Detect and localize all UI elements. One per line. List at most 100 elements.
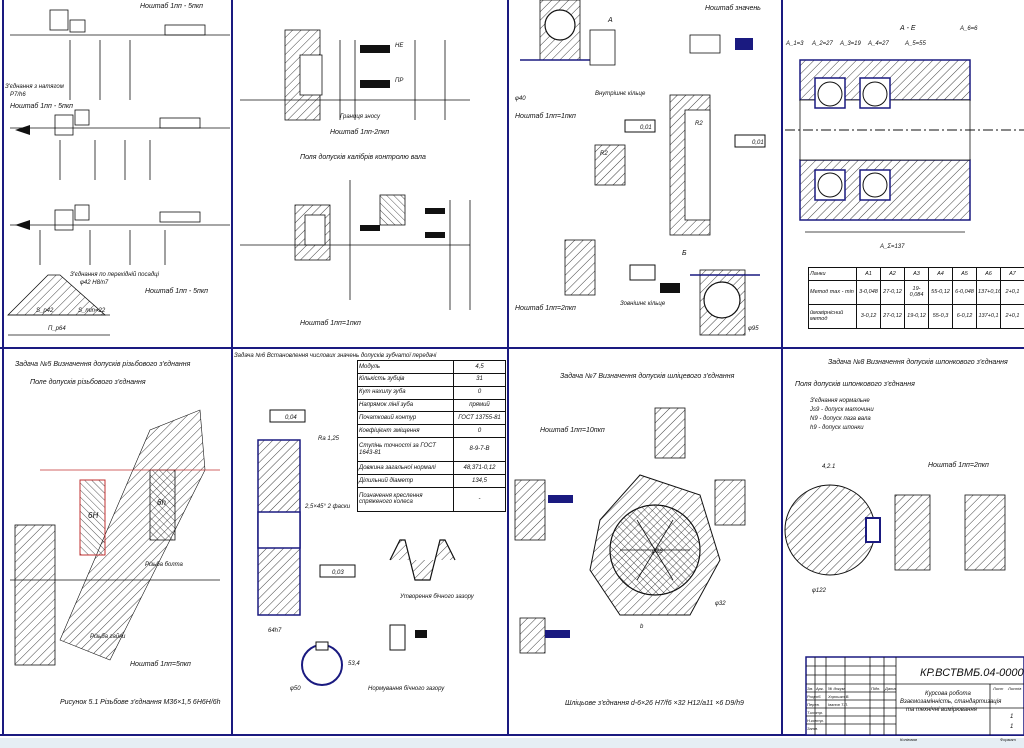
param-label: Коефіцієнт зміщення (357, 424, 454, 439)
table-header: А3 (904, 267, 929, 281)
row-label: Розроб. (807, 694, 821, 699)
task5-caption: Рисунок 5.1 Різьбове з'єднання М36×1,5 6… (60, 698, 221, 706)
title-block: КР.ВСТВМБ.04-0000 Курсова робота Взаємоз… (805, 656, 1024, 742)
dim-a3: А_3=19 (839, 41, 862, 47)
scale-label: Ноштаб 1пп=1пкп (300, 319, 361, 327)
backlash-caption: Утворення бічного зазору (399, 594, 475, 600)
sheets-label: Листів (1007, 686, 1021, 691)
sheets-number: 1 (1010, 724, 1013, 730)
transition-code: φ42 H8/n7 (80, 280, 109, 286)
d-outer: φ32 (715, 601, 726, 607)
field-6H: 6Н (88, 511, 98, 520)
label-pr: ПР (395, 78, 403, 84)
tol-label: 0,01 (752, 140, 764, 146)
table-cell: 6-0,048 (952, 279, 977, 305)
note: N9 - допуск паза вала (810, 416, 871, 422)
chain-table: Ланки А1 А2 А3 А4 А5 А6 А7 Метод max - m… (808, 267, 1024, 330)
param-label: Початковий контур (357, 411, 454, 426)
name: Іванов Т.П. (828, 702, 848, 707)
dim-a6: А_6=6 (959, 26, 978, 32)
param-label: Кількість зубців (357, 372, 454, 387)
param-value: 8-9-7-В (453, 437, 506, 463)
table-cell: 3-0,048 (856, 279, 881, 305)
fit-code: Р7/h6 (10, 92, 26, 98)
sheet-label: Лист (992, 686, 1004, 691)
param-label: Модуль (357, 360, 454, 374)
width-dim: 64h7 (268, 628, 282, 634)
tol-label: 0,04 (285, 415, 297, 421)
sheet-number: 1 (1010, 714, 1013, 720)
outer-ring: Зовнішнє кільце (620, 301, 666, 307)
table-header: А6 (976, 267, 1001, 281)
row-label: Н.контр. (807, 718, 824, 723)
task8-subtitle: Поля допусків шпонкового з'єднання (795, 380, 915, 388)
param-row: Позначення креслення спряженого колеса- (357, 486, 506, 513)
param-label: Напрямок лінії зуба (357, 398, 454, 413)
param-value: 48,371-0,12 (453, 461, 506, 476)
diam-label: φ40 (515, 96, 526, 102)
param-label: Ступінь точності за ГОСТ 1643-81 (357, 437, 454, 463)
table-cell: 19-0,084 (904, 279, 929, 305)
backlash-norm: Нормування бічного зазору (368, 686, 445, 692)
task7-caption: Шліцьове з'єднання d-6×26 H7/f6 ×32 H12/… (565, 699, 744, 707)
top-label: Ноштаб значень (705, 4, 761, 12)
dim-a1: А_1=3 (785, 41, 804, 47)
note: h9 - допуск шпонки (810, 425, 864, 431)
closing-dim: А_Σ=137 (879, 244, 905, 250)
panel-dimension-chain: А - Е А_1=3 А_2=27 А_3=19 А_4=27 А_5=55 … (785, 25, 1024, 250)
dim-label: П_р64 (48, 326, 66, 332)
table-header: А5 (952, 267, 977, 281)
nut-label: Різьба гайки (90, 633, 126, 640)
table-header: А1 (856, 267, 881, 281)
roughness: Ra 1,25 (318, 436, 340, 442)
param-label: Позначення креслення спряженого колеса (357, 486, 454, 513)
table-cell: Метод max - min (808, 279, 857, 305)
table-cell: 27-0,12 (880, 279, 905, 305)
panel-task7: Задача №7 Визначення допусків шліцевого … (514, 372, 746, 707)
table-header-row: Ланки А1 А2 А3 А4 А5 А6 А7 (808, 267, 1024, 281)
scale-label: Ноштаб 1пп=1пкп (515, 112, 576, 120)
table-cell: 2+0,1 (1000, 279, 1024, 305)
param-value: 0 (453, 424, 506, 439)
wear-note: Границя зносу (340, 114, 381, 120)
title-line: та технічні вимірювання (906, 707, 978, 713)
table-cell: 137+0,1 (976, 303, 1001, 330)
transition-note: З'єднання по перехідній посадці (70, 271, 160, 278)
panel-task8: Задача №8 Визначення допусків шпонкового… (784, 358, 1008, 594)
panel-task6: Задача №6 Встановлення числових значень … (234, 352, 475, 692)
section-label: А - Е (899, 25, 916, 32)
table-row: Метод max - min 3-0,048 27-0,12 19-0,084… (808, 279, 1024, 305)
note: Js9 - допуск маточини (809, 407, 874, 413)
scale-label: Ноштаб 1пп - 5пкп (10, 102, 73, 110)
param-label: Довжина загальної нормалі (357, 461, 454, 476)
panel-task5: Задача №5 Визначення допусків різьбового… (10, 360, 221, 706)
task5-heading: Задача №5 Визначення допусків різьбового… (15, 360, 191, 368)
table-cell: 55-0,12 (928, 279, 953, 305)
fit-note: З'єднання з натягом (5, 84, 64, 90)
scale-label: Ноштаб 1пп-2пкп (330, 128, 389, 136)
task6-heading: Задача №6 Встановлення числових значень … (234, 352, 437, 359)
scale-label: Ноштаб 1пп - 5пкп (145, 287, 208, 295)
title-line: Курсова робота (925, 691, 971, 697)
table-cell: 6-0,12 (952, 303, 977, 330)
field-6h: 6h (157, 498, 166, 507)
table-header: А4 (928, 267, 953, 281)
drawing-code: КР.ВСТВМБ.04-0000 (920, 667, 1024, 679)
row-label: Т.контр. (807, 710, 823, 715)
diam-label: φ95 (748, 326, 759, 332)
rough-label: R2 (695, 121, 703, 127)
section-a: А (607, 17, 613, 24)
b-dim: b (640, 624, 644, 630)
scale-label: Ноштаб 1пп=2пкп (515, 304, 576, 312)
panel-bearing: Ноштаб значень А φ40 Внутрішнє кільце Но… (515, 0, 766, 336)
format-label: Формат (1000, 737, 1017, 742)
table-cell: 3-0,12 (856, 303, 881, 330)
row-label: Перев. (807, 702, 820, 707)
panel-gauges: НЕ ПР Границя зносу Ноштаб 1пп-2пкп Поля… (240, 29, 471, 327)
